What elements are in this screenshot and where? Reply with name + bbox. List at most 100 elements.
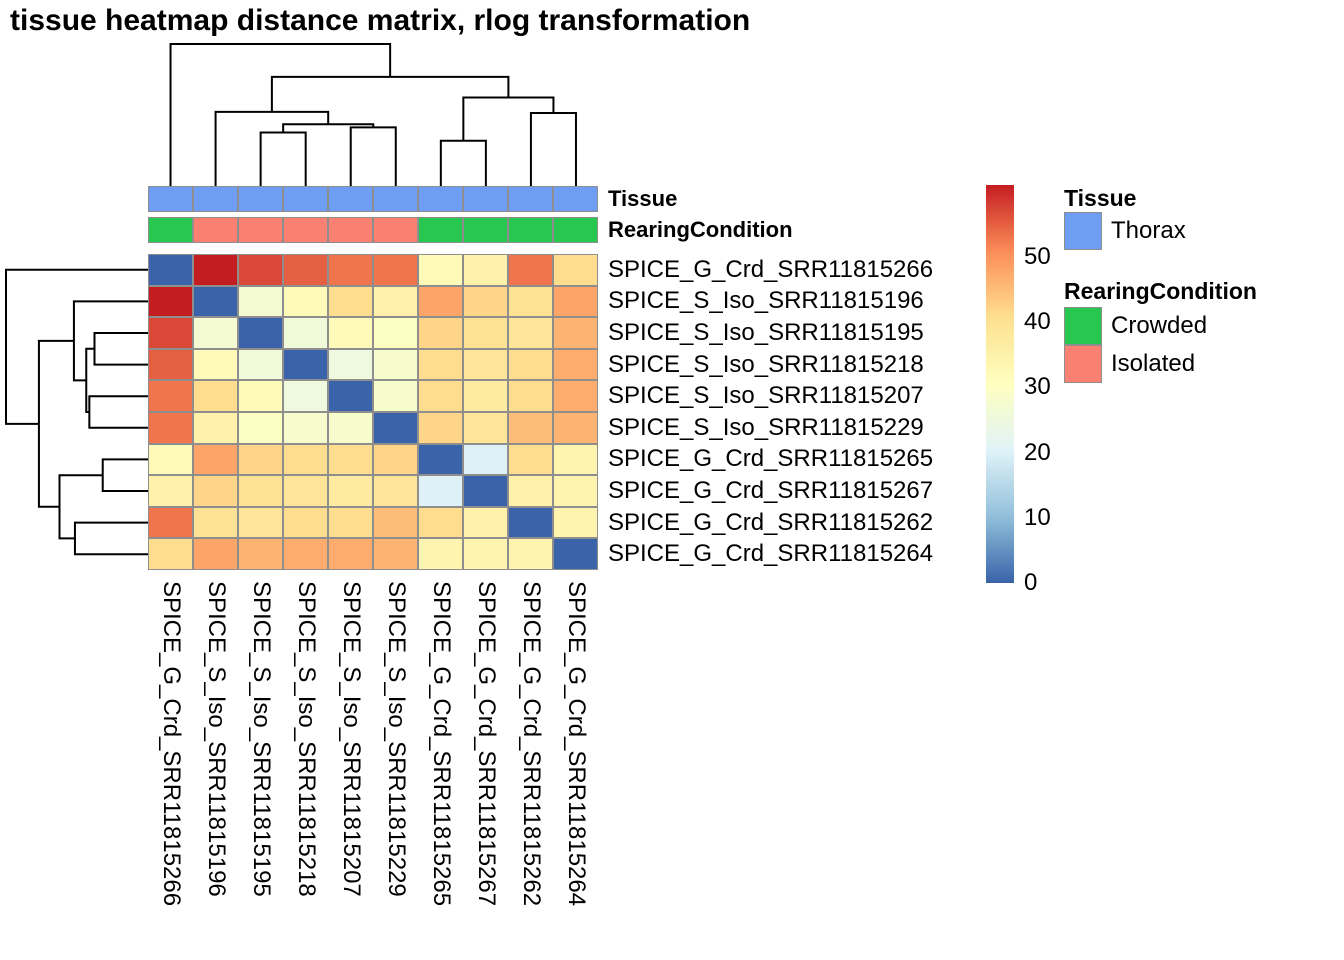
annotation-cell-thorax xyxy=(148,186,194,212)
legend: Tissue Thorax RearingCondition Crowded I… xyxy=(1064,185,1344,400)
row-label: SPICE_G_Crd_SRR11815267 xyxy=(608,477,934,504)
annotation-cell-crowded xyxy=(553,217,599,243)
heatmap-cell xyxy=(463,506,509,539)
rearing-annotation-bar xyxy=(148,217,599,243)
heatmap-cell xyxy=(508,348,554,381)
colorbar-gradient xyxy=(986,185,1014,583)
heatmap-cell xyxy=(553,317,599,349)
heatmap-cell xyxy=(193,317,239,349)
row-label: SPICE_S_Iso_SRR11815207 xyxy=(608,382,924,410)
heatmap-cell xyxy=(148,506,194,539)
column-label: SPICE_G_Crd_SRR11815267 xyxy=(472,581,500,907)
heatmap-cell xyxy=(463,285,509,318)
heatmap-cell xyxy=(283,285,329,318)
heatmap-cell xyxy=(328,506,374,539)
annotation-cell-thorax xyxy=(283,186,329,212)
colorbar-tick-label: 40 xyxy=(1024,308,1051,336)
heatmap-cell xyxy=(148,380,194,412)
heatmap-cell xyxy=(193,254,239,286)
heatmap-cell xyxy=(193,412,239,444)
heatmap-cell xyxy=(463,475,509,507)
heatmap-cell xyxy=(238,475,284,507)
heatmap-cell xyxy=(283,475,329,507)
heatmap-cell xyxy=(328,254,374,286)
column-label: SPICE_G_Crd_SRR11815264 xyxy=(562,581,590,907)
annotation-cell-thorax xyxy=(508,186,554,212)
crowded-color-swatch xyxy=(1064,307,1102,345)
annotation-cell-thorax xyxy=(418,186,464,212)
heatmap-cell xyxy=(373,285,419,318)
column-dendrogram xyxy=(169,43,577,186)
heatmap-cell xyxy=(508,317,554,349)
heatmap-cell xyxy=(463,317,509,349)
row-label: SPICE_S_Iso_SRR11815229 xyxy=(608,413,924,441)
row-label: SPICE_S_Iso_SRR11815218 xyxy=(608,350,924,378)
dendrogram-path xyxy=(5,268,148,556)
heatmap-cell xyxy=(418,317,464,349)
heatmap-cell xyxy=(553,380,599,412)
heatmap-cell xyxy=(418,412,464,444)
annotation-cell-thorax xyxy=(373,186,419,212)
heatmap-cell xyxy=(418,380,464,412)
column-label: SPICE_S_Iso_SRR11815218 xyxy=(292,581,320,897)
annotation-cell-isolated xyxy=(238,217,284,243)
annotation-cell-crowded xyxy=(463,217,509,243)
heatmap-cell xyxy=(553,412,599,444)
legend-tissue-title: Tissue xyxy=(1064,185,1137,211)
heatmap-cell xyxy=(553,506,599,539)
heatmap-cell xyxy=(373,254,419,286)
heatmap-cell xyxy=(328,412,374,444)
heatmap-cell xyxy=(508,285,554,318)
annotation-cell-thorax xyxy=(238,186,284,212)
row-label: SPICE_G_Crd_SRR11815262 xyxy=(608,508,934,536)
heatmap-cell xyxy=(553,254,599,286)
heatmap-cell xyxy=(193,538,239,570)
heatmap-cell xyxy=(553,538,599,570)
column-label: SPICE_G_Crd_SRR11815266 xyxy=(157,581,185,907)
annotation-cell-thorax xyxy=(553,186,599,212)
heatmap-cell xyxy=(148,285,194,318)
heatmap-cell xyxy=(373,443,419,476)
colorbar-tick-label: 0 xyxy=(1024,569,1038,596)
heatmap-cell xyxy=(238,506,284,539)
annotation-cell-isolated xyxy=(328,217,374,243)
row-label: SPICE_G_Crd_SRR11815266 xyxy=(608,255,934,283)
heatmap-cell xyxy=(553,475,599,507)
heatmap-cell xyxy=(193,348,239,381)
heatmap-cell xyxy=(463,254,509,286)
heatmap-cell xyxy=(553,443,599,476)
row-label: SPICE_S_Iso_SRR11815196 xyxy=(608,287,924,315)
heatmap-cell xyxy=(463,348,509,381)
heatmap-cell xyxy=(283,538,329,570)
heatmap-cell xyxy=(373,506,419,539)
annotation-cell-isolated xyxy=(373,217,419,243)
thorax-label: Thorax xyxy=(1111,217,1186,244)
dendrogram-path xyxy=(169,43,577,186)
annotation-cell-isolated xyxy=(193,217,239,243)
heatmap-cell xyxy=(508,443,554,476)
heatmap-cell xyxy=(148,348,194,381)
tissue-bar-label: Tissue xyxy=(608,186,678,211)
heatmap-cell xyxy=(418,538,464,570)
heatmap-cell xyxy=(283,254,329,286)
heatmap-cell xyxy=(283,317,329,349)
annotation-cell-thorax xyxy=(463,186,509,212)
heatmap-cell xyxy=(373,348,419,381)
heatmap-cell xyxy=(193,285,239,318)
heatmap-cell xyxy=(418,285,464,318)
column-label: SPICE_S_Iso_SRR11815196 xyxy=(202,581,230,897)
annotation-cell-thorax xyxy=(193,186,239,212)
annotation-cell-thorax xyxy=(328,186,374,212)
heatmap-cell xyxy=(328,285,374,318)
heatmap-cell xyxy=(463,443,509,476)
heatmap-cell xyxy=(148,412,194,444)
heatmap-cell xyxy=(508,412,554,444)
heatmap-cell xyxy=(418,348,464,381)
heatmap-cell xyxy=(283,412,329,444)
annotation-cell-crowded xyxy=(418,217,464,243)
annotation-cell-crowded xyxy=(148,217,194,243)
heatmap-cell xyxy=(238,380,284,412)
row-label: SPICE_S_Iso_SRR11815195 xyxy=(608,319,924,346)
